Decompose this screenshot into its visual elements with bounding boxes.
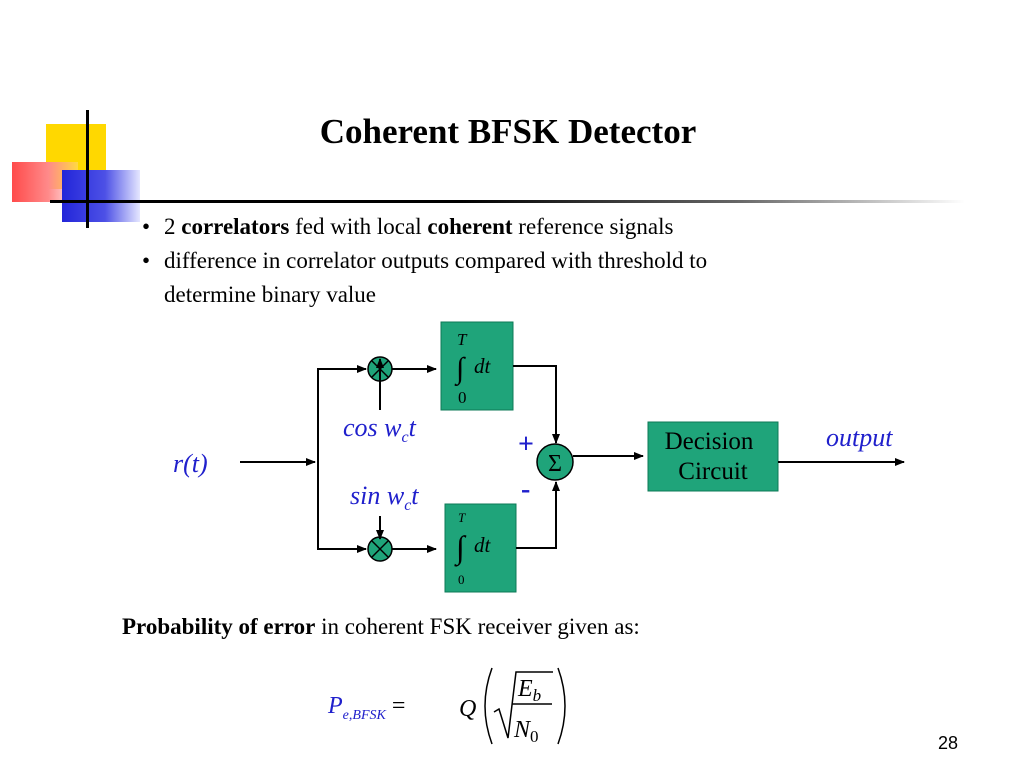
decision-circuit-block	[647, 421, 779, 492]
lower-int-to-summer-arrow	[516, 481, 560, 549]
upper-integrator-dt: dt	[474, 354, 492, 378]
lower-integrator-dt: dt	[474, 533, 492, 557]
upper-int-to-summer-arrow	[513, 365, 560, 444]
title-underline	[50, 200, 965, 203]
lower-integrator-lower-limit: 0	[458, 572, 465, 587]
input-label: r(t)	[173, 449, 208, 478]
lower-multiplier-cross-b	[371, 540, 389, 558]
sin-reference-label: sin wct	[350, 481, 419, 514]
upper-integral-sign: ∫	[454, 352, 466, 387]
upper-integrator-lower-limit: 0	[458, 388, 467, 407]
logo-blue-bar	[62, 170, 140, 222]
sqrt-sign	[493, 671, 553, 739]
bullet-item-difference: difference in correlator outputs compare…	[140, 244, 900, 312]
cos-reference-label: cos wct	[343, 413, 417, 446]
summer-circle	[536, 443, 574, 481]
equation-lhs: Pe,BFSK =	[328, 693, 406, 723]
fraction-numerator: Eb	[517, 676, 541, 705]
summer-sigma: Σ	[548, 451, 562, 477]
bullet-list: 2 correlators fed with local coherent re…	[140, 210, 900, 312]
plus-sign: +	[518, 429, 534, 460]
slide-title: Coherent BFSK Detector	[319, 112, 697, 151]
upper-integrator-upper-limit: T	[457, 330, 468, 349]
decision-label-line1: Decision	[665, 428, 754, 455]
fraction-denominator: N0	[513, 717, 539, 746]
output-label: output	[826, 423, 893, 452]
left-paren	[484, 667, 493, 745]
logo-vertical-line	[86, 110, 89, 228]
right-paren	[557, 667, 566, 745]
lower-integrator-block	[444, 503, 517, 593]
probability-of-error-text: Probability of error in coherent FSK rec…	[122, 614, 640, 639]
slide-number: 28	[938, 733, 959, 753]
bullet-item-correlators: 2 correlators fed with local coherent re…	[140, 210, 900, 244]
q-function: Q	[459, 696, 476, 722]
lower-integrator-upper-limit: T	[458, 510, 466, 525]
lower-integral-sign: ∫	[454, 529, 467, 567]
upper-integrator-block	[440, 321, 514, 411]
minus-sign: -	[521, 474, 530, 505]
decision-label-line2: Circuit	[678, 458, 747, 485]
